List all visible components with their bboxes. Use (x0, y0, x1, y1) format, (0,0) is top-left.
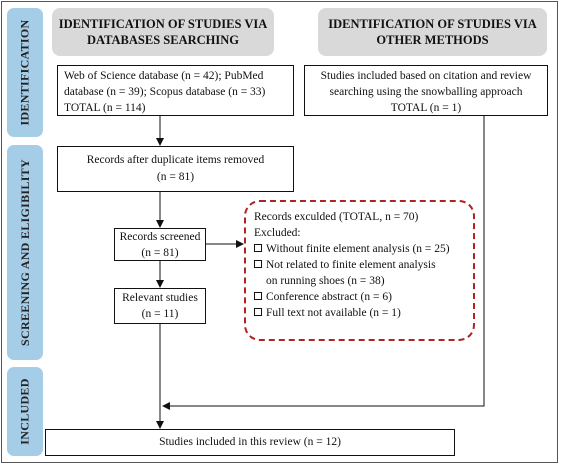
box-studies-included: Studies included in this review (n = 12) (45, 429, 455, 456)
checkbox-icon (254, 260, 262, 268)
box-duplicates-removed: Records after duplicate items removed (n… (57, 146, 294, 192)
phase-screening-label: SCREENING AND ELIGIBILITY (17, 159, 32, 346)
box-relevant-studies: Relevant studies (n = 11) (114, 288, 206, 324)
excluded-item-text: Conference abstract (n = 6) (266, 291, 392, 303)
arrow-other-to-included (162, 116, 485, 410)
box-records-screened-text: Records screened (n = 81) (119, 231, 201, 259)
box-records-screened: Records screened (n = 81) (114, 228, 206, 261)
excluded-item-text: Not related to finite element analysis o… (266, 259, 436, 287)
excluded-item-text: Without finite element analysis (n = 25) (266, 243, 450, 255)
phase-screening: SCREENING AND ELIGIBILITY (7, 145, 43, 360)
excluded-item: Without finite element analysis (n = 25) (254, 241, 465, 257)
phase-included: INCLUDED (7, 367, 43, 456)
phase-identification-label: IDENTIFICATION (17, 19, 32, 126)
box-other-methods: Studies included based on citation and r… (304, 65, 548, 116)
excluded-title: Records exculded (TOTAL, n = 70) (254, 211, 419, 223)
box-studies-included-text: Studies included in this review (n = 12) (159, 436, 341, 448)
box-records-excluded: Records exculded (TOTAL, n = 70) Exclude… (244, 200, 475, 341)
excluded-item-text: Full text not available (n = 1) (266, 307, 401, 319)
header-databases-label: IDENTIFICATION OF STUDIES VIA DATABASES … (58, 17, 268, 47)
header-other-methods: IDENTIFICATION OF STUDIES VIA OTHER METH… (318, 8, 547, 56)
box-database-search-text: Web of Science database (n = 42); PubMed… (64, 70, 266, 114)
phase-identification: IDENTIFICATION (7, 8, 43, 137)
checkbox-icon (254, 308, 262, 316)
box-relevant-studies-text: Relevant studies (n = 11) (122, 292, 198, 320)
header-other-label: IDENTIFICATION OF STUDIES VIA OTHER METH… (328, 17, 537, 47)
box-database-search: Web of Science database (n = 42); PubMed… (57, 65, 294, 116)
header-databases: IDENTIFICATION OF STUDIES VIA DATABASES … (52, 8, 274, 56)
excluded-item: Not related to finite element analysis o… (254, 257, 465, 289)
box-duplicates-text: Records after duplicate items removed (n… (86, 154, 265, 183)
excluded-item: Full text not available (n = 1) (254, 305, 465, 321)
phase-included-label: INCLUDED (17, 378, 32, 445)
box-other-methods-text: Studies included based on citation and r… (320, 70, 532, 114)
excluded-item: Conference abstract (n = 6) (254, 289, 465, 305)
checkbox-icon (254, 292, 262, 300)
excluded-subtitle: Excluded: (254, 227, 301, 239)
checkbox-icon (254, 244, 262, 252)
